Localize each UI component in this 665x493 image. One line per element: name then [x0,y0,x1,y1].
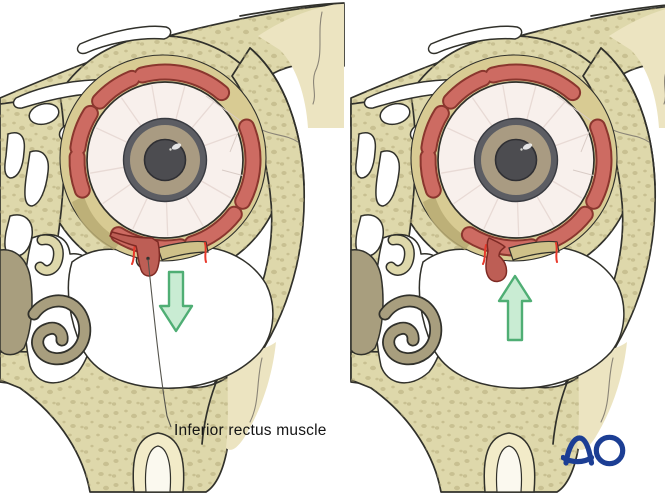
herniated-inferior-rectus [485,237,508,283]
leader-line [147,258,172,428]
panel-left [0,0,345,493]
panel-right [351,0,665,493]
up-arrow-icon [497,274,533,342]
annotation-label: Inferior rectus muscle [174,422,327,439]
ao-logo: AO [561,434,626,467]
down-arrow-icon [158,270,194,333]
